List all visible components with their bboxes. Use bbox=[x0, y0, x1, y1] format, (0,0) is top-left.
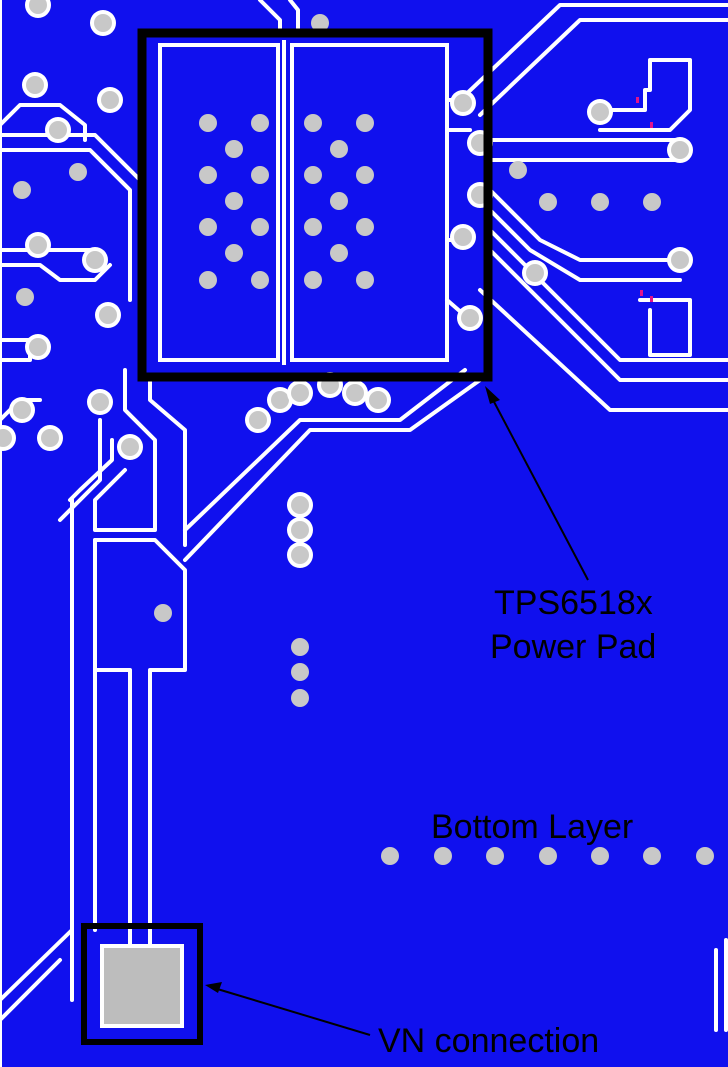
via bbox=[91, 393, 109, 411]
via bbox=[369, 391, 387, 409]
via bbox=[13, 401, 31, 419]
power-pad-arrow-icon bbox=[485, 386, 589, 581]
via bbox=[643, 193, 661, 211]
via bbox=[121, 438, 139, 456]
power-pad-label-line1: TPS6518x bbox=[494, 584, 653, 622]
vn-pad bbox=[100, 944, 184, 1028]
via bbox=[356, 114, 374, 132]
top-traces bbox=[258, 0, 300, 32]
via bbox=[454, 228, 472, 246]
via bbox=[381, 847, 399, 865]
via bbox=[291, 496, 309, 514]
via bbox=[591, 193, 609, 211]
via bbox=[271, 391, 289, 409]
via bbox=[13, 181, 31, 199]
layer-label: Bottom Layer bbox=[431, 808, 633, 846]
via bbox=[304, 271, 322, 289]
vn-connection-label: VN connection bbox=[378, 1022, 599, 1060]
via bbox=[199, 166, 217, 184]
via bbox=[356, 218, 374, 236]
via bbox=[356, 166, 374, 184]
via bbox=[199, 218, 217, 236]
via bbox=[94, 14, 112, 32]
via bbox=[291, 521, 309, 539]
via bbox=[696, 847, 714, 865]
via bbox=[330, 140, 348, 158]
via bbox=[225, 244, 243, 262]
via bbox=[330, 244, 348, 262]
via bbox=[539, 847, 557, 865]
via bbox=[69, 163, 87, 181]
via bbox=[86, 251, 104, 269]
marker-ticks bbox=[636, 97, 653, 302]
via bbox=[249, 411, 267, 429]
via bbox=[251, 114, 269, 132]
vn-arrow-icon bbox=[205, 982, 371, 1036]
via bbox=[49, 121, 67, 139]
via bbox=[154, 604, 172, 622]
via bbox=[26, 76, 44, 94]
via bbox=[16, 288, 34, 306]
via bbox=[434, 847, 452, 865]
via bbox=[509, 161, 527, 179]
via bbox=[671, 141, 689, 159]
via bbox=[539, 193, 557, 211]
via bbox=[225, 140, 243, 158]
via bbox=[29, 236, 47, 254]
via bbox=[291, 689, 309, 707]
via-group bbox=[0, 0, 714, 865]
via bbox=[526, 264, 544, 282]
via bbox=[251, 166, 269, 184]
via bbox=[29, 0, 47, 14]
via bbox=[304, 218, 322, 236]
via bbox=[304, 114, 322, 132]
via bbox=[251, 271, 269, 289]
via bbox=[486, 847, 504, 865]
via bbox=[304, 166, 322, 184]
via bbox=[591, 103, 609, 121]
via bbox=[101, 91, 119, 109]
via bbox=[461, 309, 479, 327]
via bbox=[291, 638, 309, 656]
via bbox=[330, 192, 348, 210]
via bbox=[29, 338, 47, 356]
via bbox=[0, 429, 12, 447]
via bbox=[99, 306, 117, 324]
via bbox=[671, 251, 689, 269]
vn-highlight-box bbox=[81, 923, 203, 1045]
via bbox=[591, 847, 609, 865]
via bbox=[251, 218, 269, 236]
via bbox=[225, 192, 243, 210]
power-pad bbox=[158, 40, 472, 365]
via bbox=[199, 271, 217, 289]
via bbox=[291, 384, 309, 402]
via bbox=[454, 94, 472, 112]
power-pad-highlight-box bbox=[137, 28, 493, 382]
via bbox=[643, 847, 661, 865]
via bbox=[346, 384, 364, 402]
power-pad-label-line2: Power Pad bbox=[490, 628, 656, 666]
via bbox=[291, 546, 309, 564]
via bbox=[291, 663, 309, 681]
via bbox=[356, 271, 374, 289]
via bbox=[41, 429, 59, 447]
via bbox=[311, 14, 329, 32]
via bbox=[199, 114, 217, 132]
